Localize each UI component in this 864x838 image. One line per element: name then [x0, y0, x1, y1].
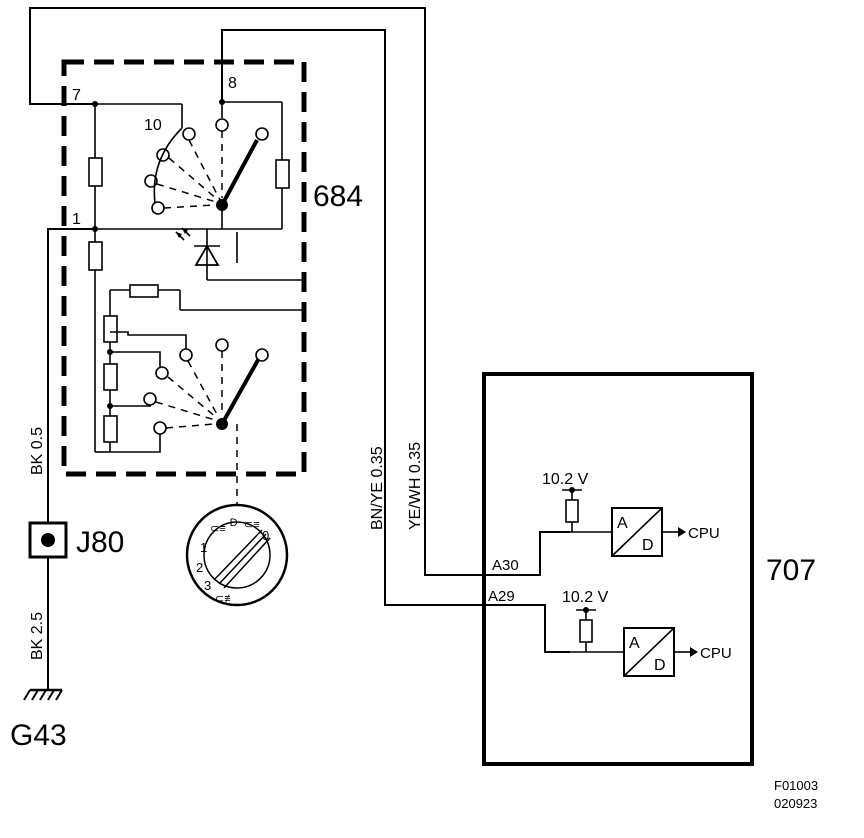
ref-voltage-2: 10.2 V [562, 589, 609, 606]
figure-code-line2: 020923 [774, 796, 817, 811]
label-684: 684 [313, 180, 363, 213]
pin-7: 7 [72, 87, 81, 104]
yewh-wire [29, 7, 570, 576]
adc1-a-label: A [617, 515, 628, 532]
pin-10: 10 [144, 117, 162, 134]
adc2-d-label: D [654, 657, 666, 674]
knob-pos-3: 3 [204, 578, 211, 593]
cpu-label-1: CPU [688, 525, 720, 542]
connector-j80 [28, 521, 68, 559]
ground-wire [47, 228, 95, 690]
label-g43: G43 [10, 719, 67, 752]
indicator-led [175, 227, 304, 281]
ground-symbol [23, 688, 63, 701]
adc-channel-2 [570, 607, 698, 677]
control-module-box [482, 372, 754, 766]
wire-label-bk-25: BK 2.5 [29, 612, 46, 660]
pin-a30: A30 [492, 557, 519, 574]
ref-voltage-1: 10.2 V [542, 471, 589, 488]
pin-a29: A29 [488, 588, 515, 605]
label-707: 707 [766, 554, 816, 587]
knob-icon-top-right: ⊂≡ [244, 519, 260, 531]
upper-switch-section [48, 99, 290, 232]
knob-pos-0: 0 [262, 528, 269, 543]
adc2-a-label: A [629, 635, 640, 652]
pin-1: 1 [72, 211, 81, 228]
adc1-d-label: D [642, 537, 654, 554]
label-j80: J80 [76, 526, 124, 559]
rotary-knob: ⊂≡ -D ⊂≡ 1 2 3 0 ⊂≢ [185, 503, 289, 607]
switch-unit-box [61, 59, 307, 477]
knob-icon-bottom: ⊂≢ [215, 593, 235, 605]
bnye-wire [221, 29, 570, 653]
adc-channel-1 [562, 487, 686, 557]
knob-icon-top-left: ⊂≡ [210, 523, 226, 535]
figure-code-line1: F01003 [774, 778, 818, 793]
knob-pos-1: 1 [200, 540, 207, 555]
knob-pos-2: 2 [196, 560, 203, 575]
cpu-label-2: CPU [700, 645, 732, 662]
wire-label-yewh: YE/WH 0.35 [407, 442, 424, 530]
wire-label-bk-05: BK 0.5 [29, 427, 46, 475]
knob-icon-top-center: -D [226, 517, 238, 529]
wire-label-bnye: BN/YE 0.35 [369, 446, 386, 530]
lower-switch-section [88, 229, 304, 505]
pin-8: 8 [228, 75, 237, 92]
